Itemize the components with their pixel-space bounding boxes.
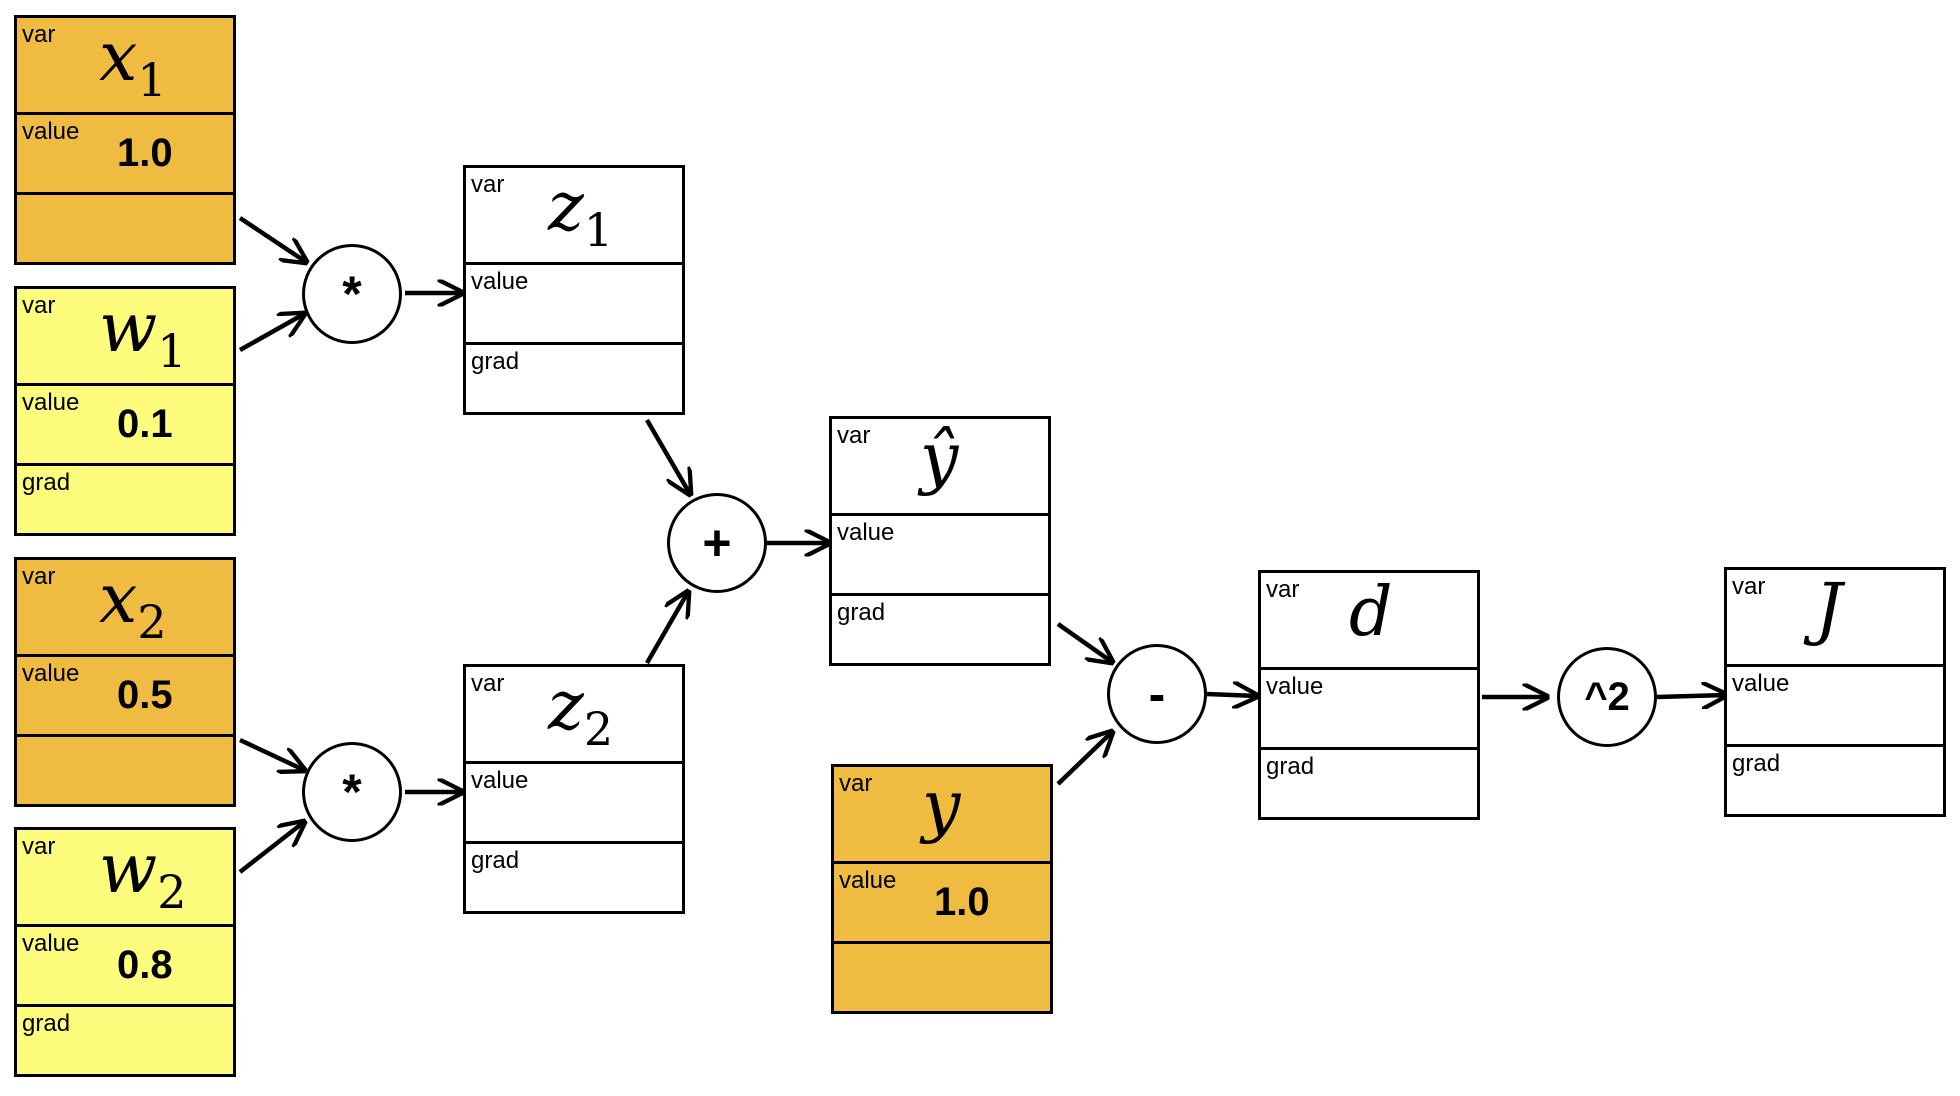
var-label: var — [1266, 576, 1300, 603]
subtract-op: - — [1107, 644, 1207, 744]
var-label: var — [22, 292, 56, 319]
variable-symbol: d — [1349, 573, 1393, 652]
node-x2: var x2 value 0.5 — [14, 557, 236, 807]
grad-label: grad — [1266, 753, 1315, 780]
var-label: var — [1732, 573, 1766, 600]
edge-x2-mul2 — [239, 737, 304, 770]
var-label: var — [837, 422, 871, 449]
grad-cell: grad — [832, 596, 1048, 663]
variable-symbol: y — [922, 767, 961, 846]
grad-cell: grad — [1261, 750, 1477, 817]
grad-cell — [17, 195, 233, 262]
multiply-op-2: * — [302, 742, 402, 842]
value-cell: value — [466, 764, 682, 844]
value-label: value — [1266, 673, 1324, 700]
var-cell: var y — [834, 767, 1050, 864]
edge-x1-mul1 — [238, 216, 306, 262]
variable-symbol: z2 — [548, 667, 614, 756]
edge-z1-add — [645, 418, 690, 494]
var-cell: var x1 — [17, 18, 233, 115]
var-label: var — [839, 770, 873, 797]
value-cell: value — [466, 265, 682, 345]
edge-w1-mul1 — [238, 314, 304, 352]
var-label: var — [471, 171, 505, 198]
grad-label: grad — [837, 599, 886, 626]
grad-cell: grad — [1727, 747, 1943, 814]
value-cell: value 0.5 — [17, 657, 233, 737]
value-cell: value 0.1 — [17, 386, 233, 466]
grad-label: grad — [471, 348, 520, 375]
variable-symbol: x1 — [99, 18, 167, 107]
value-label: value — [471, 268, 529, 295]
var-cell: var d — [1261, 573, 1477, 670]
value-label: value — [22, 660, 80, 687]
value-number: 0.5 — [117, 673, 173, 717]
value-cell: value 0.8 — [17, 927, 233, 1007]
multiply-op-1: * — [302, 244, 402, 344]
node-x1: var x1 value 1.0 — [14, 15, 236, 265]
value-label: value — [837, 519, 895, 546]
node-j: var J value grad — [1724, 567, 1946, 817]
var-label: var — [22, 21, 56, 48]
grad-label: grad — [1732, 750, 1781, 777]
var-cell: var z2 — [466, 667, 682, 764]
grad-cell: grad — [17, 466, 233, 533]
var-label: var — [22, 563, 56, 590]
node-y: var y value 1.0 — [831, 764, 1053, 1014]
variable-symbol: z1 — [548, 168, 614, 257]
value-cell: value 1.0 — [17, 115, 233, 195]
value-number: 1.0 — [117, 131, 173, 175]
node-w2: var w2 value 0.8 grad — [14, 827, 236, 1077]
var-label: var — [471, 670, 505, 697]
grad-label: grad — [22, 469, 71, 496]
value-number: 0.1 — [117, 402, 173, 446]
var-cell: var w2 — [17, 830, 233, 927]
square-op: ^2 — [1557, 647, 1657, 747]
value-label: value — [471, 767, 529, 794]
edge-yhat-sub — [1056, 622, 1112, 662]
var-label: var — [22, 833, 56, 860]
edge-z2-add — [645, 592, 688, 665]
edge-sub-d — [1206, 694, 1257, 696]
value-cell: value — [832, 516, 1048, 596]
var-cell: var w1 — [17, 289, 233, 386]
node-z1: var z1 value grad — [463, 165, 685, 415]
grad-cell: grad — [17, 1007, 233, 1074]
variable-symbol: w1 — [99, 289, 187, 378]
value-number: 0.8 — [117, 943, 173, 987]
value-label: value — [22, 118, 80, 145]
var-cell: var x2 — [17, 560, 233, 657]
grad-cell: grad — [466, 345, 682, 412]
grad-cell — [834, 944, 1050, 1011]
value-cell: value — [1261, 670, 1477, 750]
grad-cell — [17, 737, 233, 804]
value-cell: value 1.0 — [834, 864, 1050, 944]
node-d: var d value grad — [1258, 570, 1480, 820]
grad-label: grad — [471, 847, 520, 874]
grad-cell: grad — [466, 844, 682, 911]
variable-symbol: w2 — [99, 830, 187, 919]
var-cell: var ŷ — [832, 419, 1048, 516]
var-cell: var z1 — [466, 168, 682, 265]
edge-pow-J — [1656, 695, 1726, 697]
value-label: value — [22, 930, 80, 957]
value-label: value — [22, 389, 80, 416]
value-cell: value — [1727, 667, 1943, 747]
variable-symbol: ŷ — [920, 419, 959, 498]
node-w1: var w1 value 0.1 grad — [14, 286, 236, 536]
value-number: 1.0 — [934, 880, 990, 924]
grad-label: grad — [22, 1010, 71, 1037]
variable-symbol: J — [1815, 570, 1843, 649]
add-op: + — [667, 493, 767, 593]
node-y-hat: var ŷ value grad — [829, 416, 1051, 666]
value-label: value — [839, 867, 897, 894]
node-z2: var z2 value grad — [463, 664, 685, 914]
var-cell: var J — [1727, 570, 1943, 667]
edge-w2-mul2 — [238, 822, 304, 874]
value-label: value — [1732, 670, 1790, 697]
edge-y-sub — [1056, 732, 1112, 786]
variable-symbol: x2 — [99, 560, 167, 649]
